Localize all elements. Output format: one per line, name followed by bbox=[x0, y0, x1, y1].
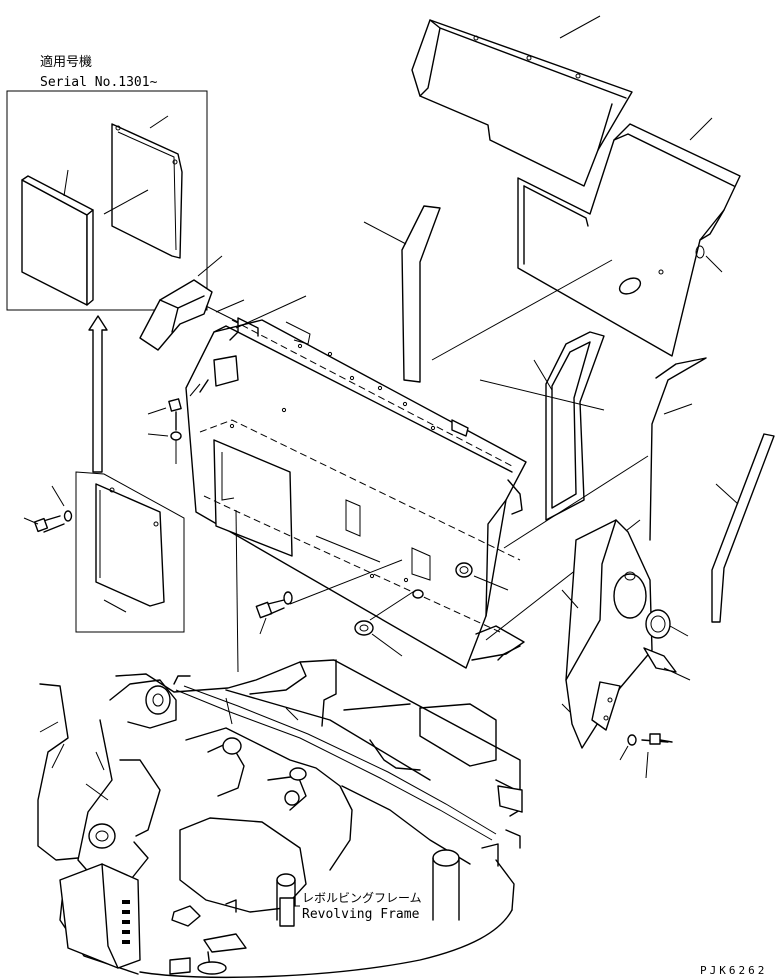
transfer-arrow bbox=[88, 315, 108, 473]
serial-inset: 適用号機 Serial No.1301~ bbox=[6, 54, 208, 311]
side-cover-plate bbox=[75, 471, 185, 633]
frame-label-english: Revolving Frame bbox=[302, 907, 420, 922]
washer-upper bbox=[147, 431, 182, 464]
bracket-washer bbox=[619, 734, 637, 761]
bolt-center bbox=[255, 599, 285, 635]
seal-strip-1 bbox=[363, 205, 441, 383]
frame-label-japanese: レボルビングフレーム bbox=[302, 891, 422, 905]
grommet-center bbox=[354, 589, 424, 657]
inset-applicable-label: 適用号機 bbox=[40, 54, 92, 70]
bracket-bolt bbox=[641, 733, 673, 779]
washer-center bbox=[283, 559, 403, 605]
inset-serial-label: Serial No.1301~ bbox=[40, 75, 158, 90]
bolt-left bbox=[23, 515, 65, 533]
seal-strip-4 bbox=[711, 433, 775, 623]
rear-cover-panel bbox=[431, 117, 741, 361]
seal-strip-3 bbox=[649, 357, 707, 541]
revolving-frame-label: レボルビングフレーム Revolving Frame bbox=[279, 891, 422, 927]
side-bracket bbox=[561, 519, 653, 749]
bracket-pad bbox=[643, 647, 691, 681]
top-cover bbox=[411, 15, 633, 187]
drawing-code: PJK6262 bbox=[700, 964, 767, 977]
mount-bracket bbox=[139, 255, 223, 351]
inset-frame bbox=[6, 90, 208, 311]
revolving-frame bbox=[37, 659, 523, 979]
inset-pad bbox=[21, 175, 94, 306]
bolt-upper bbox=[147, 398, 182, 431]
washer-left bbox=[51, 485, 73, 522]
bracket-grommet bbox=[645, 609, 689, 639]
